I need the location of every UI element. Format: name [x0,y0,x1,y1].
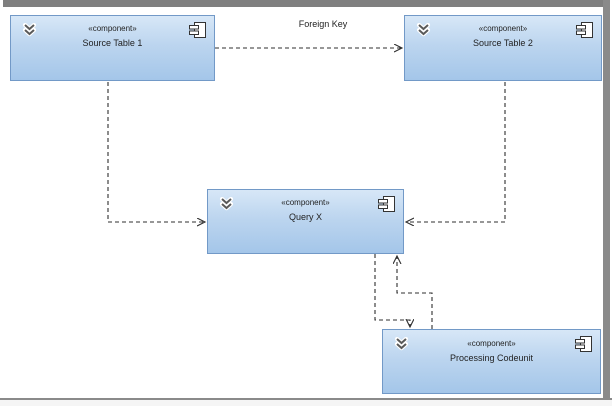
component-name: Source Table 1 [82,38,143,48]
component-name: Source Table 2 [473,38,533,48]
uml-component-icon [378,196,395,212]
connector-st2-to-queryx[interactable] [406,82,506,222]
component-source-table-1[interactable]: «component» Source Table 1 [10,15,215,81]
component-stereotype: «component» [88,24,137,33]
component-query-x[interactable]: «component» Query X [207,189,404,254]
window-frame-right-edge [603,0,610,399]
component-stereotype: «component» [478,24,528,33]
uml-component-icon [575,336,592,352]
component-name: Query X [288,212,322,222]
collapse-chevron-icon[interactable] [219,197,234,211]
connector-label-foreign-key[interactable]: Foreign Key [298,19,348,29]
component-stereotype: «component» [281,198,330,207]
component-name: Processing Codeunit [449,353,534,363]
uml-component-icon [576,22,593,38]
component-source-table-2[interactable]: «component» Source Table 2 [404,15,602,81]
component-processing-codeunit[interactable]: «component» Processing Codeunit [382,329,601,394]
connector-st1-to-queryx[interactable] [107,82,205,222]
collapse-chevron-icon[interactable] [22,23,37,37]
connector-codeunit-to-queryx[interactable] [397,256,433,329]
window-frame-top-bar [3,0,610,7]
collapse-chevron-icon[interactable] [394,337,409,351]
connector-queryx-to-codeunit[interactable] [374,254,410,327]
window-frame-below-strip [0,400,612,406]
collapse-chevron-icon[interactable] [416,23,431,37]
window-frame-bottom-edge [0,398,612,400]
component-stereotype: «component» [467,339,516,348]
uml-component-icon [189,22,206,38]
